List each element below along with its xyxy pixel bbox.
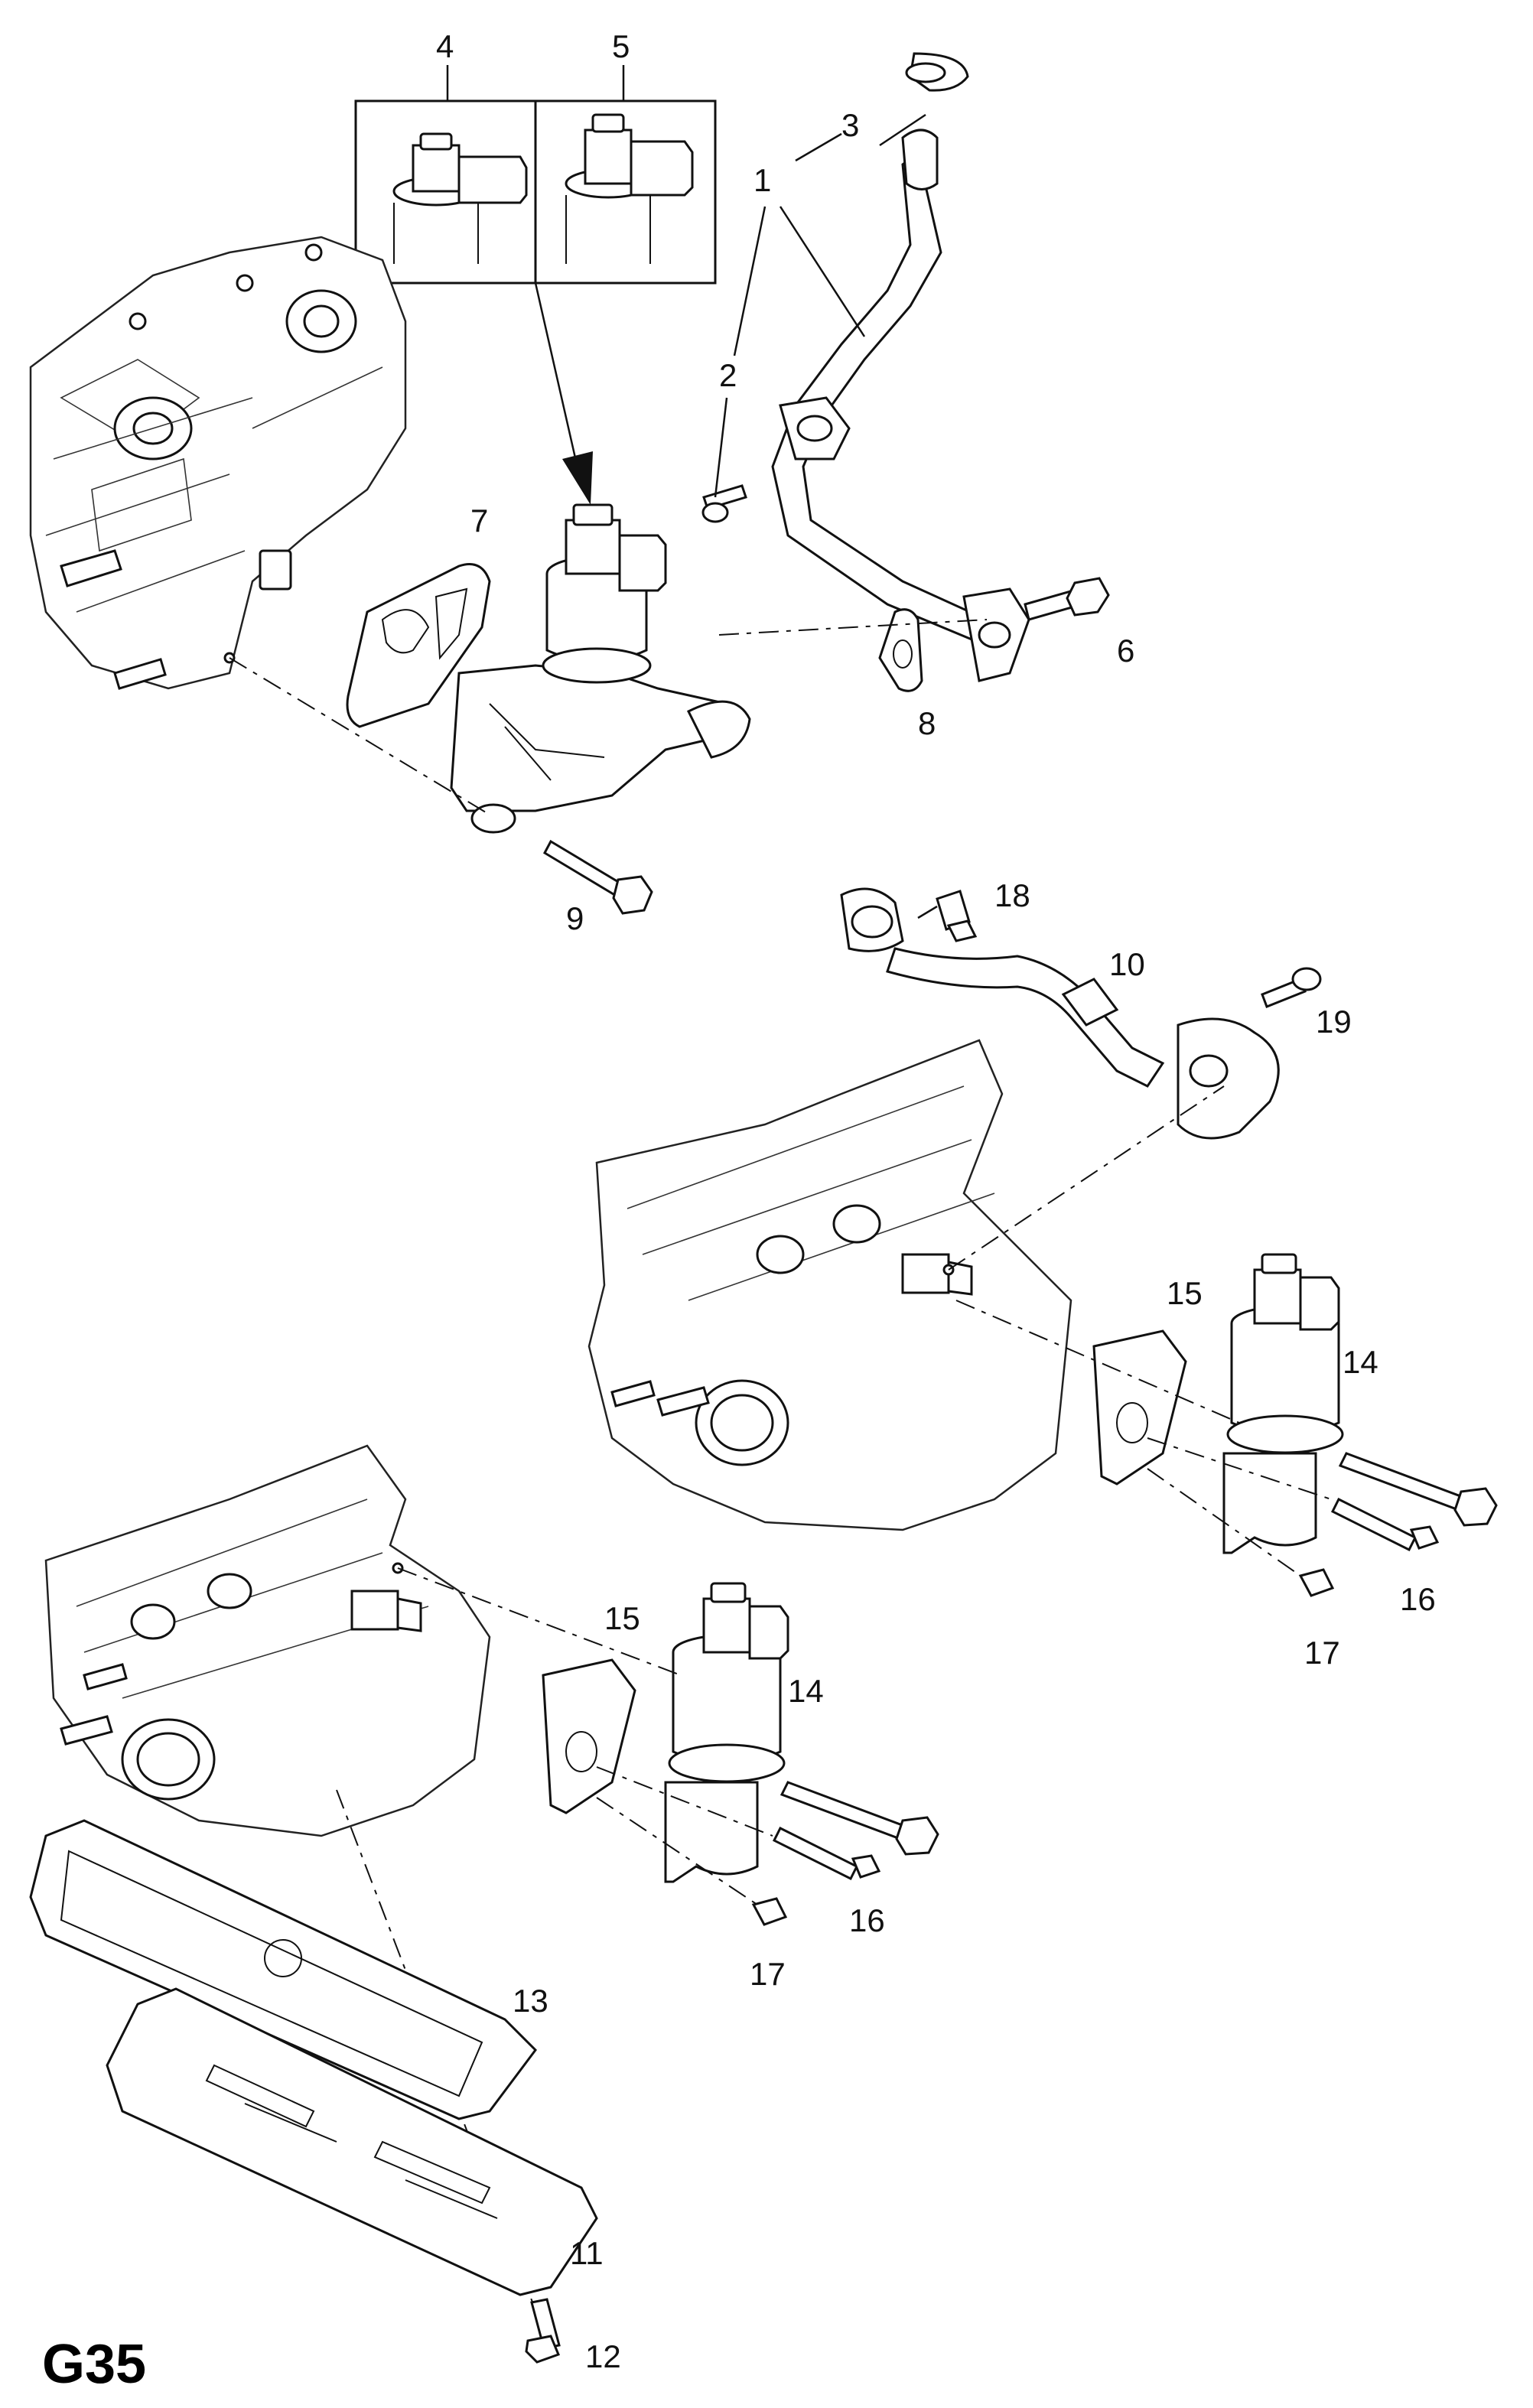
callout-14-lower: 14 — [788, 1673, 824, 1709]
callout-2: 2 — [719, 357, 737, 393]
engine-cylinder-head-upper — [29, 236, 407, 690]
gasket-8 — [878, 608, 923, 692]
callout-5: 5 — [612, 28, 630, 64]
callout-10: 10 — [1109, 946, 1145, 982]
screw-2 — [701, 484, 747, 523]
gasket-15-lower — [542, 1658, 636, 1814]
callout-13: 13 — [513, 1983, 548, 2019]
egr-valve-14-upper — [1222, 1253, 1344, 1554]
egr-pipe-10 — [840, 887, 1280, 1140]
gasket-13 — [29, 1819, 537, 2120]
callout-9: 9 — [566, 900, 584, 936]
callout-17-upper: 17 — [1304, 1635, 1340, 1671]
connector-variant-inset — [354, 99, 717, 505]
egr-pipe-1 — [771, 52, 1030, 682]
engine-block-lower — [44, 1444, 491, 1837]
callout-3: 3 — [841, 107, 859, 143]
bolt-18 — [936, 890, 978, 942]
callout-labels: 1 2 3 4 5 6 7 8 9 10 11 12 13 14 14 15 1… — [436, 28, 1436, 2374]
connector-variant-4 — [392, 132, 528, 264]
callout-15-upper: 15 — [1167, 1275, 1203, 1311]
bolt-6 — [1024, 577, 1110, 621]
bolt-9 — [543, 839, 653, 915]
bolt-16-lower — [772, 1781, 939, 1881]
callout-16-lower: 16 — [849, 1902, 885, 1938]
bolt-17-lower — [751, 1897, 788, 1926]
gasket-15-upper — [1092, 1329, 1187, 1485]
callout-12: 12 — [585, 2338, 621, 2374]
diagram-code: G35 — [42, 2334, 146, 2395]
callout-4: 4 — [436, 28, 454, 64]
callout-7: 7 — [470, 503, 488, 539]
arrow-down-icon — [562, 451, 593, 505]
callout-15-lower: 15 — [604, 1600, 640, 1636]
callout-6: 6 — [1117, 633, 1134, 669]
callout-1: 1 — [753, 162, 771, 198]
screw-19 — [1261, 967, 1322, 1008]
egr-valve-14-lower — [664, 1582, 789, 1883]
connector-variant-5 — [565, 113, 694, 264]
callout-17-lower: 17 — [750, 1956, 786, 1992]
callout-19: 19 — [1316, 1004, 1352, 1040]
engine-block-middle — [587, 1039, 1072, 1531]
callout-11: 11 — [570, 2235, 604, 2271]
callout-8: 8 — [918, 705, 936, 741]
leader-lines — [446, 65, 938, 919]
bolt-16-upper — [1330, 1452, 1498, 1552]
bolt-17-upper — [1298, 1568, 1335, 1597]
gasket-11 — [106, 1987, 598, 2296]
callout-18: 18 — [994, 877, 1030, 913]
bolt-12 — [525, 2298, 561, 2364]
egr-valve-top — [450, 503, 751, 834]
callout-16-upper: 16 — [1400, 1581, 1436, 1617]
callout-14-upper: 14 — [1343, 1344, 1378, 1380]
egr-gasket-7 — [346, 563, 491, 728]
